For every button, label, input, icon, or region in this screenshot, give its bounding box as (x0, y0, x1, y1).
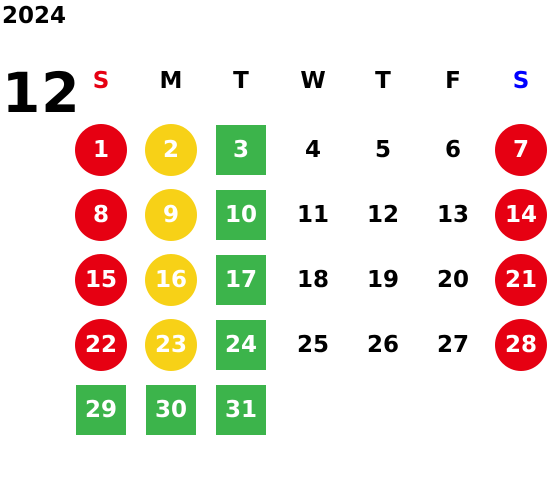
day-26[interactable]: 26 (366, 332, 399, 358)
day-15[interactable]: 15 (75, 254, 127, 306)
day-16[interactable]: 16 (145, 254, 197, 306)
day-18[interactable]: 18 (296, 267, 329, 293)
day-20[interactable]: 20 (436, 267, 469, 293)
day-22[interactable]: 22 (75, 319, 127, 371)
day-6[interactable]: 6 (444, 137, 461, 163)
day-9[interactable]: 9 (145, 189, 197, 241)
day-7[interactable]: 7 (495, 124, 547, 176)
weekday-mon: M (159, 68, 183, 94)
day-3[interactable]: 3 (216, 125, 266, 175)
day-29[interactable]: 29 (76, 385, 126, 435)
month-label: 12 (2, 61, 81, 125)
day-10[interactable]: 10 (216, 190, 266, 240)
day-24[interactable]: 24 (216, 320, 266, 370)
day-12[interactable]: 12 (366, 202, 399, 228)
day-14[interactable]: 14 (495, 189, 547, 241)
day-17[interactable]: 17 (216, 255, 266, 305)
day-19[interactable]: 19 (366, 267, 399, 293)
weekday-fri: F (445, 68, 461, 94)
day-5[interactable]: 5 (374, 137, 391, 163)
day-8[interactable]: 8 (75, 189, 127, 241)
weekday-tue: T (233, 68, 249, 94)
day-25[interactable]: 25 (296, 332, 329, 358)
day-28[interactable]: 28 (495, 319, 547, 371)
year-label: 2024 (2, 3, 67, 29)
weekday-sun: S (92, 68, 110, 94)
day-23[interactable]: 23 (145, 319, 197, 371)
day-30[interactable]: 30 (146, 385, 196, 435)
weekday-sat: S (512, 68, 530, 94)
day-2[interactable]: 2 (145, 124, 197, 176)
weekday-wed: W (300, 68, 326, 94)
day-31[interactable]: 31 (216, 385, 266, 435)
day-27[interactable]: 27 (436, 332, 469, 358)
day-13[interactable]: 13 (436, 202, 469, 228)
day-11[interactable]: 11 (296, 202, 329, 228)
day-1[interactable]: 1 (75, 124, 127, 176)
day-4[interactable]: 4 (304, 137, 321, 163)
day-21[interactable]: 21 (495, 254, 547, 306)
weekday-thu: T (375, 68, 391, 94)
